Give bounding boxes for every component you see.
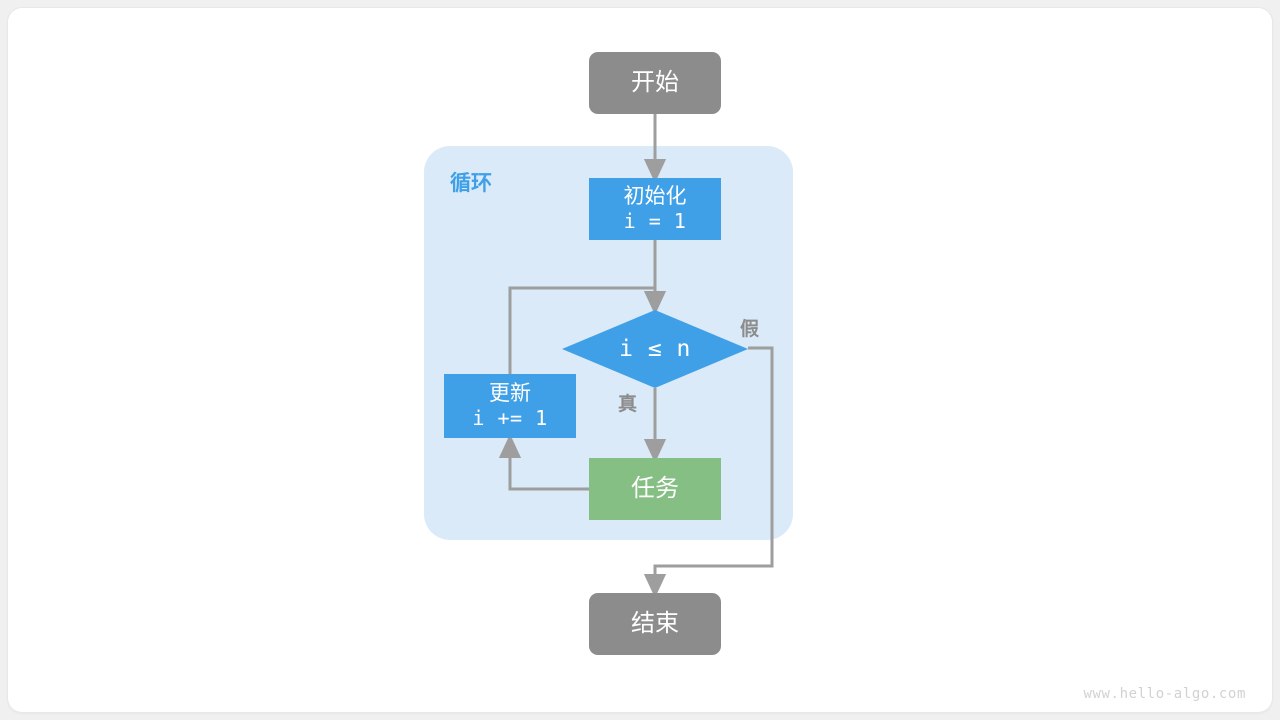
edge-label-true: 真	[618, 394, 638, 415]
edge-task-to-update	[498, 434, 589, 491]
node-init[interactable]	[589, 178, 721, 240]
loop-container-label: 循环	[450, 172, 492, 195]
edge-update-to-condition	[508, 286, 657, 374]
watermark: www.hello-algo.com	[1083, 686, 1246, 702]
edge-label-false: 假	[740, 319, 760, 340]
node-update[interactable]	[444, 374, 576, 438]
node-start[interactable]	[589, 52, 721, 114]
edge-condition-to-end	[643, 346, 774, 598]
node-end[interactable]	[589, 593, 721, 655]
node-task[interactable]	[589, 458, 721, 520]
node-condition[interactable]	[562, 310, 748, 388]
